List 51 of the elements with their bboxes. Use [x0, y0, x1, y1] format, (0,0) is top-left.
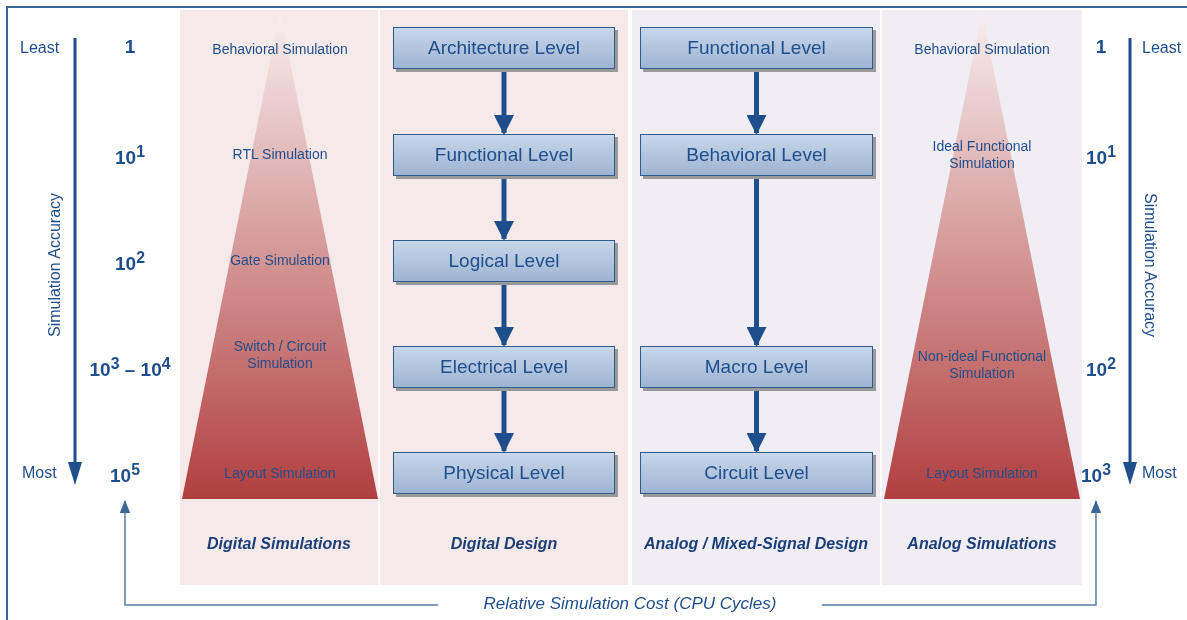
scale-value: 1: [1095, 36, 1107, 58]
axis-title: Simulation Accuracy: [46, 192, 64, 338]
arrow: [821, 500, 1102, 606]
column-heading: Analog Simulations: [906, 535, 1058, 553]
scale-value: 10$^{3}$ – 10$^{4}$: [89, 355, 171, 382]
level-box: Functional Level: [393, 134, 615, 176]
column-heading: Digital Design: [449, 535, 559, 553]
simulation-label: Layout Simulation: [925, 465, 1039, 482]
arrow: [494, 285, 514, 347]
scale-value: 10$^{3}$: [1081, 461, 1111, 488]
level-box: Macro Level: [640, 346, 873, 388]
scale-value: 10$^{2}$: [1086, 355, 1116, 382]
column-heading: Digital Simulations: [206, 535, 352, 553]
arrow: [494, 179, 514, 241]
simulation-label: Layout Simulation: [223, 465, 337, 482]
column-panel: [882, 10, 1082, 585]
simulation-label: Non-ideal Functional Simulation: [916, 348, 1048, 382]
arrow: [119, 500, 439, 606]
level-box: Functional Level: [640, 27, 873, 69]
column-heading: Analog / Mixed-Signal Design: [643, 535, 869, 553]
scale-end-label: Least: [1142, 39, 1182, 57]
scale-end-label: Most: [22, 464, 57, 482]
arrow: [494, 391, 514, 453]
level-box: Electrical Level: [393, 346, 615, 388]
arrow: [746, 391, 767, 453]
accuracy-triangle: [884, 12, 1080, 499]
scale-value: 10$^{1}$: [1086, 143, 1116, 170]
scale-end-label: Least: [20, 39, 60, 57]
scale-value: 10$^{2}$: [115, 249, 145, 276]
simulation-label: Behavioral Simulation: [913, 41, 1051, 58]
scale-end-label: Most: [1142, 464, 1177, 482]
level-box: Logical Level: [393, 240, 615, 282]
column-panel: [632, 10, 880, 585]
level-box: Physical Level: [393, 452, 615, 494]
column-panel: [180, 10, 378, 585]
arrow: [746, 72, 767, 135]
axis-title: Simulation Accuracy: [1141, 192, 1159, 338]
simulation-label: Switch / Circuit Simulation: [232, 338, 328, 372]
level-box: Architecture Level: [393, 27, 615, 69]
scale-value: 1: [124, 36, 136, 58]
level-box: Behavioral Level: [640, 134, 873, 176]
level-box: Circuit Level: [640, 452, 873, 494]
simulation-label: RTL Simulation: [231, 146, 329, 163]
scale-value: 10$^{5}$: [110, 461, 140, 488]
scale-value: 10$^{1}$: [115, 143, 145, 170]
simulation-label: Gate Simulation: [229, 252, 331, 269]
arrow: [494, 72, 514, 135]
simulation-label: Ideal Functional Simulation: [931, 138, 1033, 172]
arrow: [746, 179, 767, 347]
column-panel: [380, 10, 628, 585]
simulation-label: Behavioral Simulation: [211, 41, 349, 58]
